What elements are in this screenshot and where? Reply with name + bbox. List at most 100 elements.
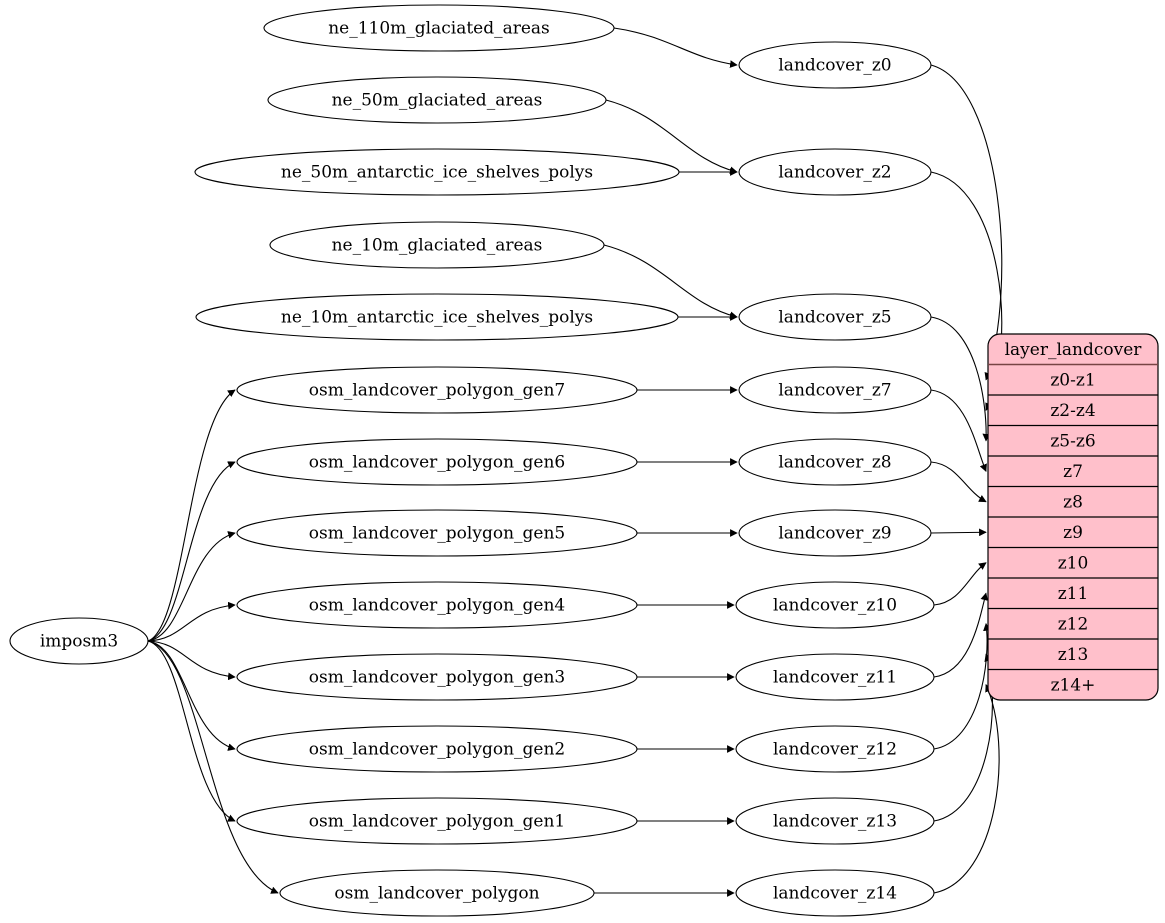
edge-imposm3-to-osm_landcover_polygon_gen7 xyxy=(147,389,236,642)
node-label-ne_50m_glaciated_areas: ne_50m_glaciated_areas xyxy=(332,91,543,111)
node-osm_landcover_polygon_gen4[interactable]: osm_landcover_polygon_gen4 xyxy=(236,581,638,629)
node-shape xyxy=(738,438,932,486)
node-shape xyxy=(738,293,932,341)
node-ne_110m_glaciated_areas[interactable]: ne_110m_glaciated_areas xyxy=(263,4,615,52)
node-shape xyxy=(236,797,638,845)
node-landcover_z10[interactable]: landcover_z10 xyxy=(735,581,935,629)
node-label-landcover_z10: landcover_z10 xyxy=(773,596,897,616)
node-label-osm_landcover_polygon_gen5: osm_landcover_polygon_gen5 xyxy=(309,524,565,544)
node-label-landcover_z2: landcover_z2 xyxy=(778,163,891,183)
node-osm_landcover_polygon_gen3[interactable]: osm_landcover_polygon_gen3 xyxy=(236,653,638,701)
layer-table[interactable]: layer_landcover z0-z1 z2-z4 z5-z6 z7 z8 z9 z10 z… xyxy=(987,333,1159,701)
node-label-osm_landcover_polygon_gen7: osm_landcover_polygon_gen7 xyxy=(309,381,565,401)
node-shape xyxy=(735,797,935,845)
layer-table-row-z2-z4[interactable]: z2-z4 xyxy=(1050,401,1095,421)
node-shape xyxy=(236,725,638,773)
layer-table-row-z0-z1[interactable]: z0-z1 xyxy=(1050,370,1095,390)
node-shape xyxy=(195,293,679,341)
node-layer: ne_110m_glaciated_areas ne_50m_glaciated_… xyxy=(9,4,935,917)
node-osm_landcover_polygon[interactable]: osm_landcover_polygon xyxy=(279,869,595,917)
edge-imposm3-to-osm_landcover_polygon_gen5 xyxy=(147,531,236,642)
edge-ne_10m_glaciated_areas-to-landcover_z5 xyxy=(603,244,738,320)
node-osm_landcover_polygon_gen7[interactable]: osm_landcover_polygon_gen7 xyxy=(236,366,638,414)
node-landcover_z9[interactable]: landcover_z9 xyxy=(738,509,932,557)
node-landcover_z8[interactable]: landcover_z8 xyxy=(738,438,932,486)
layer-table-row-z12[interactable]: z12 xyxy=(1058,614,1089,634)
edge-imposm3-to-osm_landcover_polygon_gen6 xyxy=(147,461,236,642)
node-shape xyxy=(236,653,638,701)
edge-landcover_z10-to-layer_landcover_z10 xyxy=(933,562,987,606)
node-shape xyxy=(735,869,935,917)
layer-table-row-z9[interactable]: z9 xyxy=(1063,523,1083,543)
node-shape xyxy=(194,148,680,196)
node-landcover_z0[interactable]: landcover_z0 xyxy=(738,41,932,89)
node-label-ne_50m_antarctic_ice_shelves_polys: ne_50m_antarctic_ice_shelves_polys xyxy=(281,163,593,183)
node-shape xyxy=(236,509,638,557)
node-ne_50m_antarctic_ice_shelves_polys[interactable]: ne_50m_antarctic_ice_shelves_polys xyxy=(194,148,680,196)
node-label-landcover_z8: landcover_z8 xyxy=(778,453,891,473)
table-layer: layer_landcover z0-z1 z2-z4 z5-z6 z7 z8 z9 z10 z… xyxy=(987,333,1159,701)
node-landcover_z2[interactable]: landcover_z2 xyxy=(738,148,932,196)
node-landcover_z12[interactable]: landcover_z12 xyxy=(735,725,935,773)
node-label-landcover_z5: landcover_z5 xyxy=(778,308,891,328)
node-ne_10m_antarctic_ice_shelves_polys[interactable]: ne_10m_antarctic_ice_shelves_polys xyxy=(195,293,679,341)
edge-landcover_z12-to-layer_landcover_z12 xyxy=(933,622,991,750)
node-label-osm_landcover_polygon_gen2: osm_landcover_polygon_gen2 xyxy=(309,740,565,760)
node-shape xyxy=(738,41,932,89)
node-ne_10m_glaciated_areas[interactable]: ne_10m_glaciated_areas xyxy=(269,221,605,269)
node-label-landcover_z7: landcover_z7 xyxy=(778,381,891,401)
node-label-ne_10m_glaciated_areas: ne_10m_glaciated_areas xyxy=(332,236,543,256)
edge-ne_50m_glaciated_areas-to-landcover_z2 xyxy=(605,99,738,175)
layer-table-row-z10[interactable]: z10 xyxy=(1058,553,1089,573)
node-shape xyxy=(9,617,149,665)
node-shape xyxy=(263,4,615,52)
node-shape xyxy=(735,725,935,773)
node-label-ne_110m_glaciated_areas: ne_110m_glaciated_areas xyxy=(328,19,550,39)
node-label-landcover_z11: landcover_z11 xyxy=(773,668,897,688)
node-landcover_z11[interactable]: landcover_z11 xyxy=(735,653,935,701)
node-label-osm_landcover_polygon_gen6: osm_landcover_polygon_gen6 xyxy=(309,453,565,473)
node-shape xyxy=(735,581,935,629)
node-shape xyxy=(279,869,595,917)
node-osm_landcover_polygon_gen1[interactable]: osm_landcover_polygon_gen1 xyxy=(236,797,638,845)
node-shape xyxy=(269,221,605,269)
node-landcover_z7[interactable]: landcover_z7 xyxy=(738,366,932,414)
layer-table-row-z8[interactable]: z8 xyxy=(1063,492,1083,512)
node-osm_landcover_polygon_gen2[interactable]: osm_landcover_polygon_gen2 xyxy=(236,725,638,773)
edge-landcover_z11-to-layer_landcover_z11 xyxy=(933,592,989,678)
edge-landcover_z5-to-layer_landcover_z5-z6 xyxy=(930,316,991,442)
node-label-osm_landcover_polygon_gen3: osm_landcover_polygon_gen3 xyxy=(309,668,565,688)
edge-landcover_z0-to-layer_landcover_z0-z1 xyxy=(930,64,1003,381)
edge-imposm3-to-osm_landcover_polygon_gen2 xyxy=(147,640,236,751)
layer-table-row-z13[interactable]: z13 xyxy=(1058,645,1089,665)
layer-table-row-z11[interactable]: z11 xyxy=(1058,584,1089,604)
layer-table-row-z7[interactable]: z7 xyxy=(1063,462,1083,482)
node-shape xyxy=(236,366,638,414)
edge-imposm3-to-osm_landcover_polygon_gen4 xyxy=(147,601,236,642)
edge-imposm3-to-osm_landcover_polygon_gen3 xyxy=(147,640,236,681)
node-landcover_z5[interactable]: landcover_z5 xyxy=(738,293,932,341)
node-landcover_z13[interactable]: landcover_z13 xyxy=(735,797,935,845)
node-ne_50m_glaciated_areas[interactable]: ne_50m_glaciated_areas xyxy=(267,76,607,124)
node-shape xyxy=(267,76,607,124)
layer-table-row-z14+[interactable]: z14+ xyxy=(1051,675,1096,695)
node-label-landcover_z13: landcover_z13 xyxy=(773,812,897,832)
layer-table-header: layer_landcover xyxy=(1005,340,1143,360)
node-osm_landcover_polygon_gen6[interactable]: osm_landcover_polygon_gen6 xyxy=(236,438,638,486)
node-osm_landcover_polygon_gen5[interactable]: osm_landcover_polygon_gen5 xyxy=(236,509,638,557)
node-label-osm_landcover_polygon_gen1: osm_landcover_polygon_gen1 xyxy=(309,812,565,832)
node-shape xyxy=(236,581,638,629)
edge-imposm3-to-osm_landcover_polygon_gen1 xyxy=(147,640,236,822)
node-landcover_z14[interactable]: landcover_z14 xyxy=(735,869,935,917)
edge-ne_110m_glaciated_areas-to-landcover_z0 xyxy=(613,27,738,68)
node-label-ne_10m_antarctic_ice_shelves_polys: ne_10m_antarctic_ice_shelves_polys xyxy=(281,308,593,328)
layer-table-row-z5-z6[interactable]: z5-z6 xyxy=(1050,431,1095,451)
edge-landcover_z9-to-layer_landcover_z9 xyxy=(930,528,987,537)
edge-landcover_z14-to-layer_landcover_z14_ xyxy=(933,684,1000,894)
node-imposm3[interactable]: imposm3 xyxy=(9,617,149,665)
node-shape xyxy=(735,653,935,701)
node-shape xyxy=(738,509,932,557)
node-shape xyxy=(738,148,932,196)
